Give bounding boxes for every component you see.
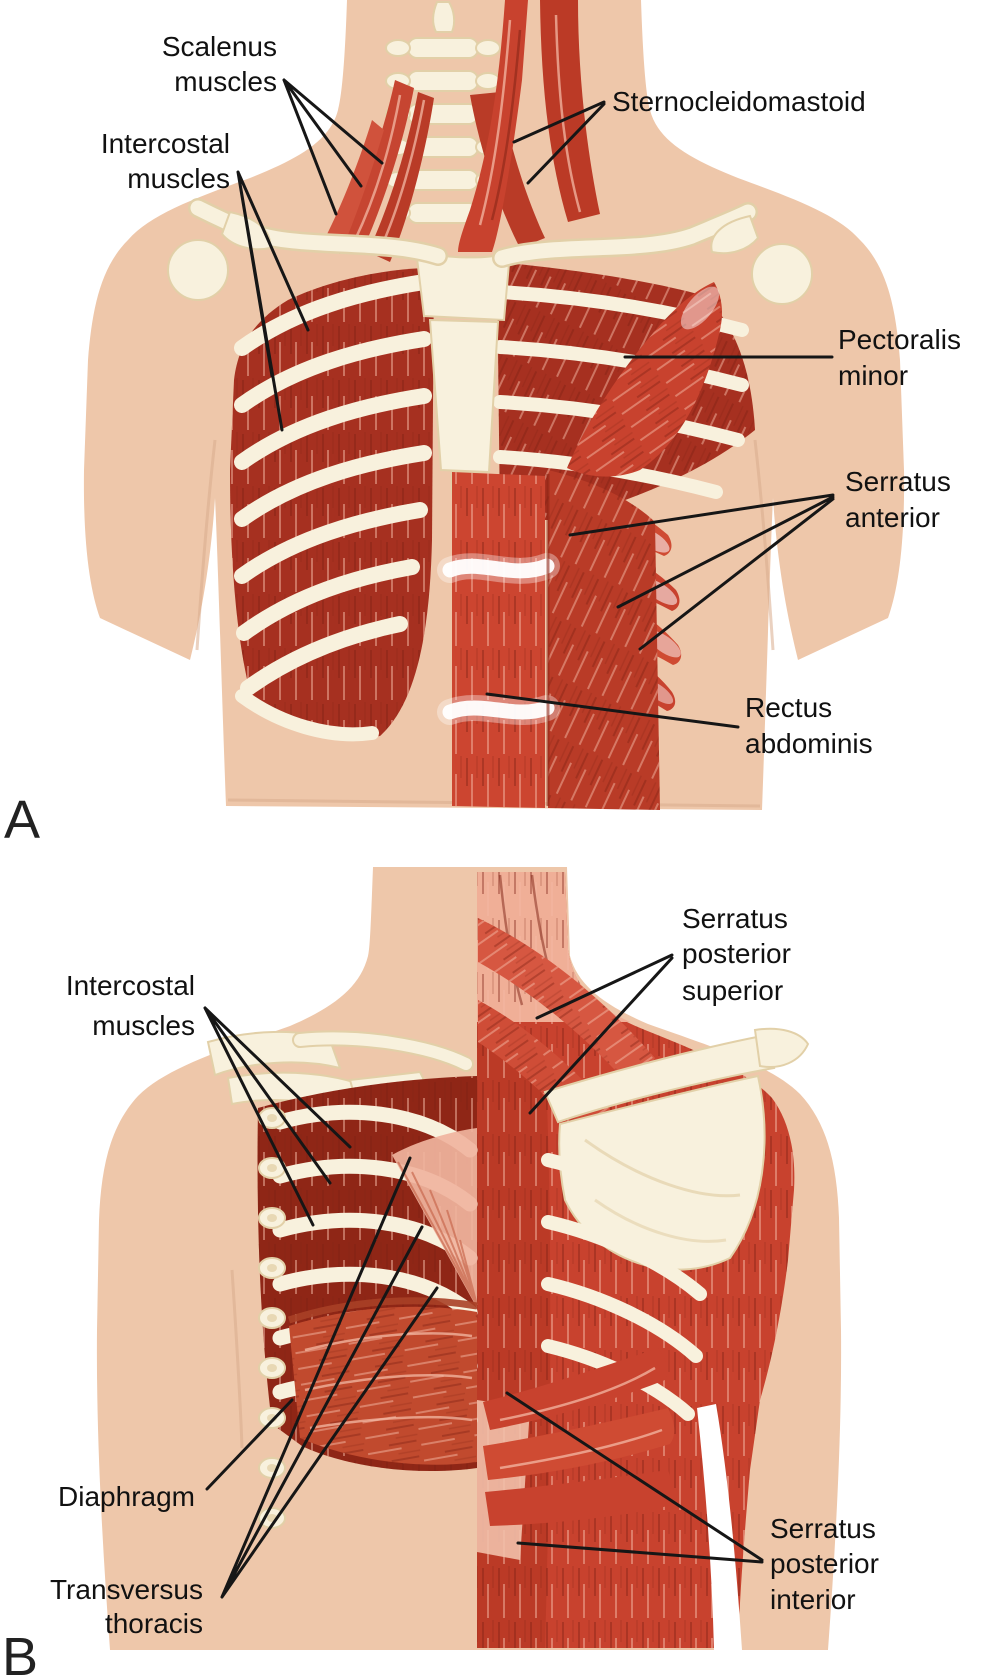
- rib-stub-column: [258, 1107, 286, 1529]
- serratus-anterior-leader-lines: [568, 493, 835, 651]
- torso-arm-gap-right: [697, 1404, 742, 1650]
- sternocleidomastoid-label: Sternocleidomastoid: [612, 86, 866, 117]
- panel-a-leader-lines: [236, 78, 835, 729]
- transversus-thoracis-label-line2: thoracis: [105, 1608, 203, 1639]
- scalenus-leader-lines: [282, 78, 384, 216]
- intercostal-b-label: Intercostal: [66, 970, 195, 1001]
- serratus-anterior-label-line2: anterior: [845, 502, 940, 533]
- clavicle-and-shoulder-bones: [167, 198, 813, 305]
- rectus-abdominis-label-line2: abdominis: [745, 728, 873, 759]
- transversus-thoracis-muscle: [392, 1128, 478, 1308]
- serratus-posterior-interior-muscle: [477, 1348, 675, 1560]
- serratus-anterior-label: Serratus: [845, 466, 951, 497]
- serratus-posterior-interior-label: Serratus: [770, 1513, 876, 1544]
- costal-cartilage-left: [235, 689, 379, 742]
- panel-a-letter: A: [4, 790, 40, 850]
- scapula-right-bone: [543, 1027, 810, 1271]
- diaphragm-leader-line: [205, 1398, 294, 1491]
- serratus-posterior-superior-label: Serratus: [682, 903, 788, 934]
- transversus-thoracis-leader-lines: [220, 1156, 439, 1599]
- pectoralis-minor-label: Pectoralis: [838, 324, 961, 355]
- serratus-posterior-interior-label-line2: posterior: [770, 1548, 879, 1579]
- transversus-thoracis-label: Transversus: [50, 1574, 203, 1605]
- panel-b-leader-lines: [203, 953, 764, 1599]
- serratus-posterior-superior-label-line3: superior: [682, 975, 783, 1006]
- arm-crease-left-posterior: [230, 1269, 244, 1449]
- panel-a-illustration: [83, 0, 905, 810]
- rib-cage-left-intercostals: [230, 268, 434, 742]
- intercostal-a-label-line2: muscles: [127, 163, 230, 194]
- scalenus-label-line2: muscles: [174, 66, 277, 97]
- intercostal-b-label-line2: muscles: [92, 1010, 195, 1041]
- scalenus-label: Scalenus: [162, 31, 277, 62]
- diaphragm-muscle: [287, 1297, 478, 1465]
- serratus-posterior-superior-label-line2: posterior: [682, 938, 791, 969]
- rectus-abdominis-muscle: [437, 472, 560, 808]
- pectoralis-minor-muscle: [567, 282, 722, 477]
- sternocleidomastoid-leader-lines: [512, 100, 606, 185]
- pectoralis-minor-label-line2: minor: [838, 360, 908, 391]
- rectus-abdominis-leader-line: [485, 692, 740, 729]
- panel-b-letter: B: [2, 1627, 38, 1677]
- intercostal-a-label: Intercostal: [101, 128, 230, 159]
- serratus-posterior-interior-label-line3: interior: [770, 1584, 856, 1615]
- sternum-bone: [414, 248, 512, 524]
- armpit-crease-left: [195, 439, 217, 651]
- ribs-left: [234, 274, 432, 696]
- rectus-abdominis-label: Rectus: [745, 692, 832, 723]
- external-oblique-muscle: [548, 470, 660, 810]
- diaphragm-label: Diaphragm: [58, 1481, 195, 1512]
- panel-a-labels: Scalenus muscles Intercostal muscles Ste…: [4, 31, 961, 850]
- intercostal-b-leader-lines: [203, 1006, 352, 1227]
- intercostal-a-leader-lines: [236, 170, 310, 432]
- panel-b-labels: Intercostal muscles Serratus posterior s…: [2, 903, 879, 1677]
- serratus-posterior-superior-leader-lines: [528, 953, 674, 1115]
- serratus-posterior-interior-leader-lines: [505, 1391, 764, 1564]
